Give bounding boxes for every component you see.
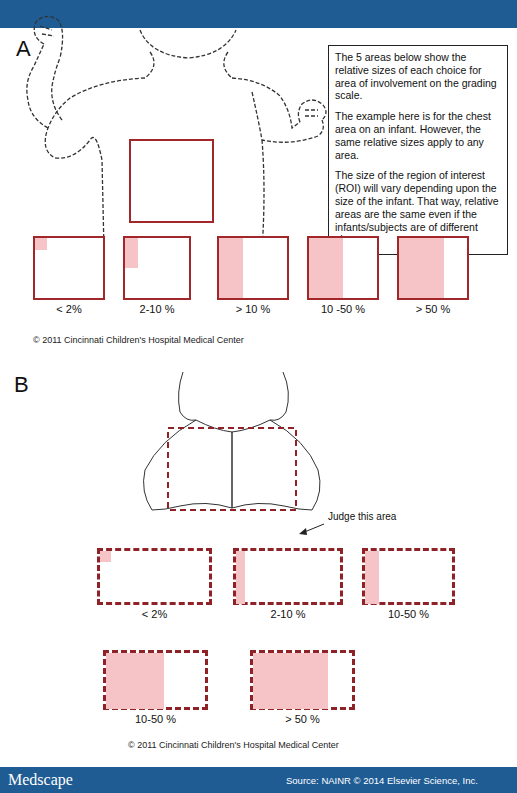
grade-label: 2-10 % [123, 303, 191, 315]
info-box: The 5 areas below show the relative size… [328, 45, 508, 255]
grade-frame [103, 650, 208, 710]
grade-option: < 2% [97, 548, 212, 620]
copyright-note: © 2011 Cincinnati Children's Hospital Me… [128, 740, 339, 750]
grade-option: 10-50 % [362, 548, 455, 620]
grade-label: < 2% [33, 303, 105, 315]
involved-area [399, 238, 444, 298]
source-credit: Source: NAINR © 2014 Elsevier Science, I… [286, 775, 478, 786]
grade-option: > 50 % [397, 236, 469, 315]
grade-label: 2-10 % [233, 608, 343, 620]
grade-frame [33, 236, 105, 300]
involved-area [125, 238, 138, 268]
involved-area [219, 238, 243, 298]
grade-label: > 50 % [250, 713, 355, 725]
involved-area [106, 653, 164, 709]
grade-label: < 2% [97, 608, 212, 620]
involved-area [309, 238, 343, 298]
copyright-note: © 2011 Cincinnati Children's Hospital Me… [33, 335, 244, 345]
grade-label: 10 -50 % [307, 303, 379, 315]
involved-area [236, 551, 245, 604]
grade-option: 2-10 % [123, 236, 191, 315]
brand-logo: Medscape [8, 771, 73, 789]
involved-area [35, 238, 47, 250]
grade-label: > 50 % [397, 303, 469, 315]
grade-frame [307, 236, 379, 300]
grade-frame [250, 650, 355, 710]
grade-frame [217, 236, 289, 300]
grade-frame [362, 548, 455, 605]
pointer-label: Judge this area [328, 511, 396, 522]
grade-option: > 10 % [217, 236, 289, 315]
note-paragraph: The example here is for the chest area o… [335, 110, 501, 161]
involved-area [365, 551, 379, 604]
grade-frame [97, 548, 212, 605]
grade-option: 2-10 % [233, 548, 343, 620]
grade-option: > 50 % [250, 650, 355, 725]
grade-frame [233, 548, 343, 605]
grade-frame [123, 236, 191, 300]
involved-area [100, 551, 111, 562]
grade-label: 10-50 % [362, 608, 455, 620]
grade-label: 10-50 % [103, 713, 208, 725]
grade-option: 10 -50 % [307, 236, 379, 315]
grade-label: > 10 % [217, 303, 289, 315]
grade-frame [397, 236, 469, 300]
involved-area [253, 653, 328, 709]
panel-letter: A [16, 36, 31, 62]
note-paragraph: The 5 areas below show the relative size… [335, 51, 501, 102]
panel-letter: B [14, 372, 29, 398]
grade-option: 10-50 % [103, 650, 208, 725]
grade-option: < 2% [33, 236, 105, 315]
header-bar [0, 0, 517, 28]
note-paragraph: The size of the region of interest (ROI)… [335, 169, 501, 246]
